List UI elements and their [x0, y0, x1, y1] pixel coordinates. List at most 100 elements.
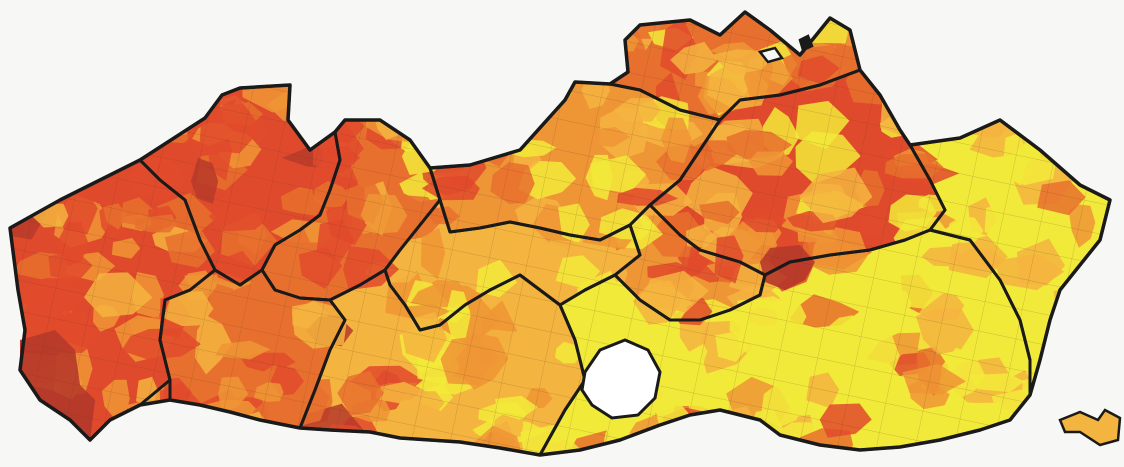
municipality-patch: [146, 401, 177, 445]
municipality-patch: [638, 435, 660, 455]
municipality-patch: [97, 421, 164, 455]
municipality-patch: [10, 443, 56, 455]
municipality-patch: [471, 91, 526, 113]
municipality-patch: [454, 77, 504, 129]
municipality-patch: [168, 64, 231, 94]
municipality-patch: [940, 89, 980, 127]
municipality-patch: [681, 419, 736, 449]
municipality-patch: [1000, 74, 1066, 126]
municipality-patch: [375, 13, 404, 31]
municipality-patch: [943, 49, 990, 68]
municipality-patch: [351, 87, 407, 108]
municipality-patch: [963, 427, 1039, 455]
municipality-patch: [913, 83, 960, 134]
municipality-patch: [739, 442, 796, 455]
municipality-patch: [10, 140, 45, 206]
municipality-patch: [442, 90, 495, 108]
municipality-patch: [1069, 16, 1104, 64]
municipality-patch: [496, 53, 554, 104]
municipality-patch: [511, 55, 581, 72]
municipality-patch: [1034, 372, 1092, 418]
municipality-patch: [66, 442, 113, 455]
municipality-patch: [948, 441, 984, 455]
municipality-patch: [595, 12, 638, 35]
municipality-patch: [10, 406, 29, 455]
municipality-patch: [60, 22, 99, 67]
municipality-patch: [1056, 371, 1110, 399]
municipality-patch: [921, 62, 985, 102]
municipality-patch: [1066, 372, 1110, 393]
municipality-patch: [415, 41, 442, 81]
municipality-patch: [1074, 345, 1110, 370]
municipality-patch: [75, 95, 144, 137]
municipality-patch: [900, 78, 944, 105]
municipality-patch: [368, 49, 395, 104]
municipality-patch: [362, 69, 414, 93]
municipality-patch: [491, 12, 542, 58]
municipality-patch: [1050, 14, 1089, 76]
municipality-patch: [79, 30, 109, 53]
municipality-patch: [10, 423, 32, 455]
province-borders: [8, 10, 1112, 457]
municipality-patch: [379, 54, 431, 103]
municipality-patch: [335, 26, 357, 75]
municipality-patch: [954, 60, 1020, 98]
municipality-patch: [914, 78, 952, 107]
municipality-patch: [237, 53, 297, 75]
municipality-patch: [1061, 12, 1110, 57]
municipality-patch: [128, 431, 189, 455]
municipality-patch: [257, 31, 303, 52]
municipality-patch: [263, 12, 313, 61]
municipality-patch: [95, 110, 151, 158]
municipality-patch: [351, 24, 395, 81]
municipality-patch: [454, 59, 499, 113]
municipality-patch: [191, 409, 230, 455]
municipality-patch: [665, 432, 722, 455]
municipality-patch: [240, 37, 294, 63]
municipality-patch: [1082, 58, 1110, 89]
municipality-patch: [1037, 33, 1077, 88]
municipality-patch: [264, 434, 319, 455]
municipality-patch: [1075, 145, 1110, 172]
municipality-patch: [868, 20, 937, 65]
municipality-patch: [452, 12, 509, 56]
municipality-patch: [640, 429, 667, 455]
municipality-patch: [1060, 30, 1110, 78]
municipality-patch: [526, 12, 559, 49]
municipality-patch: [10, 12, 30, 57]
municipality-patch: [10, 75, 52, 114]
municipality-patch: [486, 29, 522, 47]
municipality-patch: [1090, 128, 1110, 150]
municipality-patch: [403, 87, 460, 146]
municipality-patch: [115, 59, 163, 118]
municipality-patch: [10, 12, 49, 54]
municipality-patch: [13, 110, 56, 151]
municipality-patch: [375, 86, 441, 104]
municipality-patch: [60, 56, 115, 90]
municipality-patch: [464, 90, 534, 149]
island-small-2: [798, 34, 814, 52]
municipality-patch: [897, 29, 953, 64]
municipality-patch: [10, 143, 48, 167]
municipality-patch: [300, 37, 339, 59]
municipality-patch: [413, 12, 441, 52]
municipality-patch: [467, 81, 536, 113]
municipality-patch: [438, 28, 496, 75]
northern-islands: [757, 34, 1122, 447]
municipality-patch: [1028, 46, 1084, 82]
brussels-hole: [580, 338, 662, 420]
municipality-patch: [479, 102, 520, 130]
municipality-patch: [670, 445, 705, 455]
municipality-patch: [442, 104, 502, 148]
municipality-patch: [324, 433, 355, 455]
municipality-patch: [150, 24, 221, 75]
exclave-east: [1058, 408, 1122, 447]
municipality-patch: [184, 421, 246, 455]
municipality-patch: [974, 84, 1027, 120]
municipality-patch: [340, 61, 403, 93]
municipality-patch: [191, 418, 258, 455]
island-small-1: [757, 46, 785, 64]
municipality-patch: [134, 71, 181, 108]
municipality-patch: [585, 18, 625, 39]
